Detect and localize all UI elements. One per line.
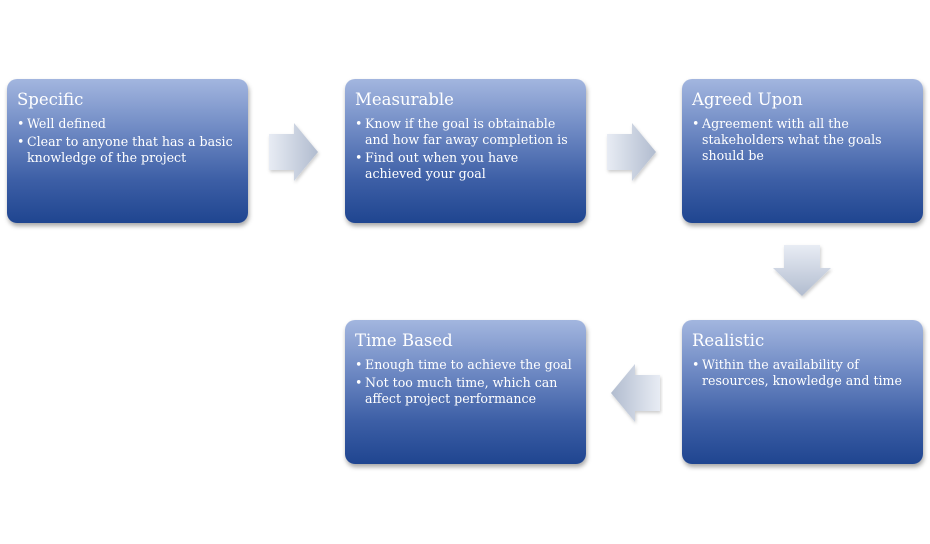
bullet-item: Enough time to achieve the goal: [355, 357, 576, 373]
bullet-item: Within the availability of resources, kn…: [692, 357, 913, 389]
bullet-list: Within the availability of resources, kn…: [692, 357, 913, 389]
arrow-left-icon: [611, 364, 660, 422]
bullet-item: Well defined: [17, 116, 238, 132]
bullet-list: Well defined Clear to anyone that has a …: [17, 116, 238, 166]
step-box-realistic: Realistic Within the availability of res…: [682, 320, 923, 464]
bullet-item: Clear to anyone that has a basic knowled…: [17, 134, 238, 166]
step-box-agreed-upon: Agreed Upon Agreement with all the stake…: [682, 79, 923, 223]
bullet-item: Know if the goal is obtainable and how f…: [355, 116, 576, 148]
step-title: Time Based: [355, 331, 453, 350]
arrow-down-icon: [773, 245, 831, 296]
step-title: Agreed Upon: [692, 90, 803, 109]
step-title: Specific: [17, 90, 84, 109]
bullet-list: Agreement with all the stakeholders what…: [692, 116, 913, 164]
bullet-item: Agreement with all the stakeholders what…: [692, 116, 913, 164]
step-box-time-based: Time Based Enough time to achieve the go…: [345, 320, 586, 464]
step-box-specific: Specific Well defined Clear to anyone th…: [7, 79, 248, 223]
bullet-list: Know if the goal is obtainable and how f…: [355, 116, 576, 182]
bullet-list: Enough time to achieve the goal Not too …: [355, 357, 576, 407]
step-box-measurable: Measurable Know if the goal is obtainabl…: [345, 79, 586, 223]
arrow-right-icon: [269, 123, 318, 181]
bullet-item: Find out when you have achieved your goa…: [355, 150, 576, 182]
step-title: Realistic: [692, 331, 765, 350]
bullet-item: Not too much time, which can affect proj…: [355, 375, 576, 407]
arrow-right-icon: [607, 123, 656, 181]
step-title: Measurable: [355, 90, 454, 109]
